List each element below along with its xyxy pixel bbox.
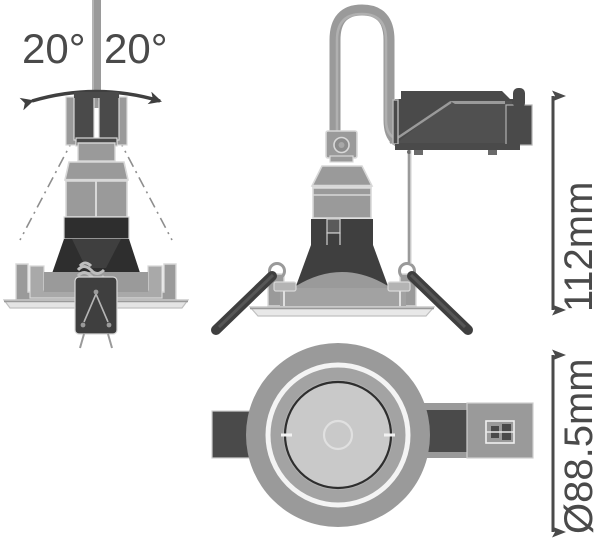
mounting-spring-left [211, 262, 286, 335]
lamp-side-body [296, 165, 388, 300]
tilt-angle-left-label: 20° [22, 25, 86, 72]
lamp-upper-barrel [64, 161, 129, 182]
cable-gland [325, 130, 358, 163]
housing-side [267, 273, 417, 307]
diameter-dimension: Ø88.5mm [551, 349, 600, 538]
plan-view [211, 343, 534, 527]
height-dimension: 112mm [551, 90, 600, 316]
height-dimension-label: 112mm [557, 182, 600, 312]
side-view [211, 4, 533, 335]
trim-flange [248, 306, 436, 317]
mounting-spring-right [398, 262, 473, 335]
tilt-arc-arrow [19, 89, 162, 111]
suspension-wire [407, 150, 412, 264]
terminal-block [74, 276, 118, 349]
yoke-bracket [65, 92, 128, 147]
lamp-neck [77, 142, 116, 162]
lamp-lower-barrel [65, 180, 128, 218]
connector-detail [485, 420, 515, 444]
front-tilt-view: 20° 20° [2, 0, 190, 349]
adjustment-stem [92, 0, 101, 108]
lamp-collar [63, 216, 130, 240]
led-center [322, 419, 354, 451]
diameter-dimension-label: Ø88.5mm [557, 358, 600, 534]
fixture-front-body [2, 92, 190, 349]
driver-box [389, 88, 533, 155]
tilt-angle-right-label: 20° [104, 25, 168, 72]
